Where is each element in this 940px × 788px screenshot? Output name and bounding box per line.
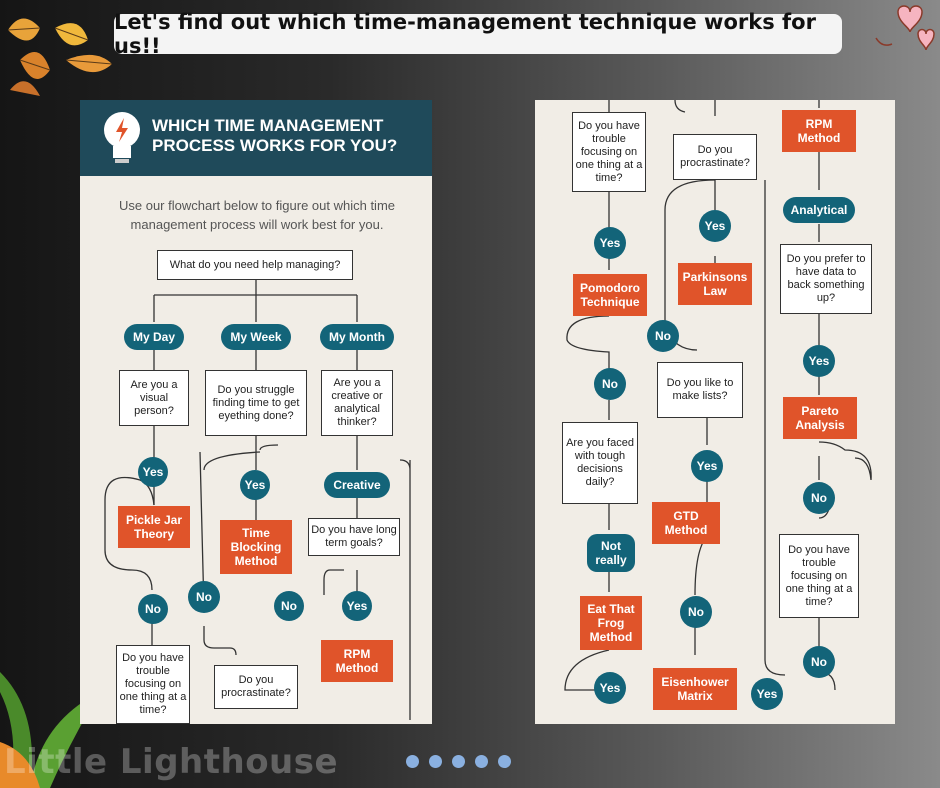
result-eat-that-frog: Eat That Frog Method — [580, 596, 642, 650]
question-make-lists: Do you like to make lists? — [657, 362, 743, 418]
question-procrastinate: Do you procrastinate? — [214, 665, 298, 709]
result-pareto-analysis: Pareto Analysis — [783, 397, 857, 439]
question-tough-decisions: Are you faced with tough decisions daily… — [562, 422, 638, 504]
lightbulb-icon — [104, 112, 140, 163]
answer-creative: Creative — [324, 472, 390, 498]
autumn-leaves-decoration — [7, 18, 113, 96]
answer-yes: Yes — [594, 672, 626, 704]
answer-yes: Yes — [342, 591, 372, 621]
page-dot[interactable] — [498, 755, 511, 768]
flowchart-title: WHICH TIME MANAGEMENT PROCESS WORKS FOR … — [152, 116, 398, 155]
answer-no: No — [680, 596, 712, 628]
question-what-manage: What do you need help managing? — [157, 250, 353, 280]
page-dot[interactable] — [406, 755, 419, 768]
result-eisenhower-matrix: Eisenhower Matrix — [653, 668, 737, 710]
answer-yes: Yes — [138, 457, 168, 487]
connector-lines-right — [564, 100, 872, 691]
question-long-term-goals: Do you have long term goals? — [308, 518, 400, 556]
flowchart-page-left: WHICH TIME MANAGEMENT PROCESS WORKS FOR … — [80, 100, 432, 724]
answer-yes: Yes — [240, 470, 270, 500]
pagination-dots[interactable] — [406, 755, 511, 768]
question-struggle-time: Do you struggle finding time to get eyet… — [205, 370, 307, 436]
result-pickle-jar: Pickle Jar Theory — [118, 506, 190, 548]
result-pomodoro: Pomodoro Technique — [573, 274, 647, 316]
page-dot[interactable] — [429, 755, 442, 768]
flowchart-page-right: Do you have trouble focusing on one thin… — [535, 100, 895, 724]
title-banner: Let's find out which time-management tec… — [114, 10, 842, 58]
answer-no: No — [594, 368, 626, 400]
question-procrastinate: Do you procrastinate? — [673, 134, 757, 180]
result-parkinsons-law: Parkinsons Law — [678, 263, 752, 305]
question-focus: Do you have trouble focusing on one thin… — [116, 645, 190, 724]
result-time-blocking: Time Blocking Method — [220, 520, 292, 574]
branch-my-month: My Month — [320, 324, 394, 350]
connector-lines-left — [104, 280, 411, 720]
answer-yes: Yes — [699, 210, 731, 242]
answer-no: No — [647, 320, 679, 352]
branch-my-day: My Day — [124, 324, 184, 350]
page-dot[interactable] — [452, 755, 465, 768]
question-creative-analytical: Are you a creative or analytical thinker… — [321, 370, 393, 436]
result-gtd-method: GTD Method — [652, 502, 720, 544]
answer-no: No — [803, 646, 835, 678]
question-focus: Do you have trouble focusing on one thin… — [572, 112, 646, 192]
flowchart-header: WHICH TIME MANAGEMENT PROCESS WORKS FOR … — [80, 100, 432, 176]
answer-analytical: Analytical — [783, 197, 855, 223]
result-rpm-method: RPM Method — [321, 640, 393, 682]
answer-yes: Yes — [803, 345, 835, 377]
answer-yes: Yes — [691, 450, 723, 482]
branch-my-week: My Week — [221, 324, 291, 350]
question-focus-2: Do you have trouble focusing on one thin… — [779, 534, 859, 618]
question-visual-person: Are you a visual person? — [119, 370, 189, 426]
answer-no: No — [274, 591, 304, 621]
answer-no: No — [138, 594, 168, 624]
answer-no: No — [803, 482, 835, 514]
result-rpm-method: RPM Method — [782, 110, 856, 152]
intro-text: Use our flowchart below to figure out wh… — [118, 198, 395, 232]
hearts-decoration — [875, 5, 935, 51]
question-data-backing: Do you prefer to have data to back somet… — [780, 244, 872, 314]
answer-not-really: Not really — [587, 534, 635, 572]
answer-yes: Yes — [594, 227, 626, 259]
answer-no: No — [188, 581, 220, 613]
answer-yes: Yes — [751, 678, 783, 710]
page-dot[interactable] — [475, 755, 488, 768]
watermark-logo: Little Lighthouse — [4, 742, 339, 782]
